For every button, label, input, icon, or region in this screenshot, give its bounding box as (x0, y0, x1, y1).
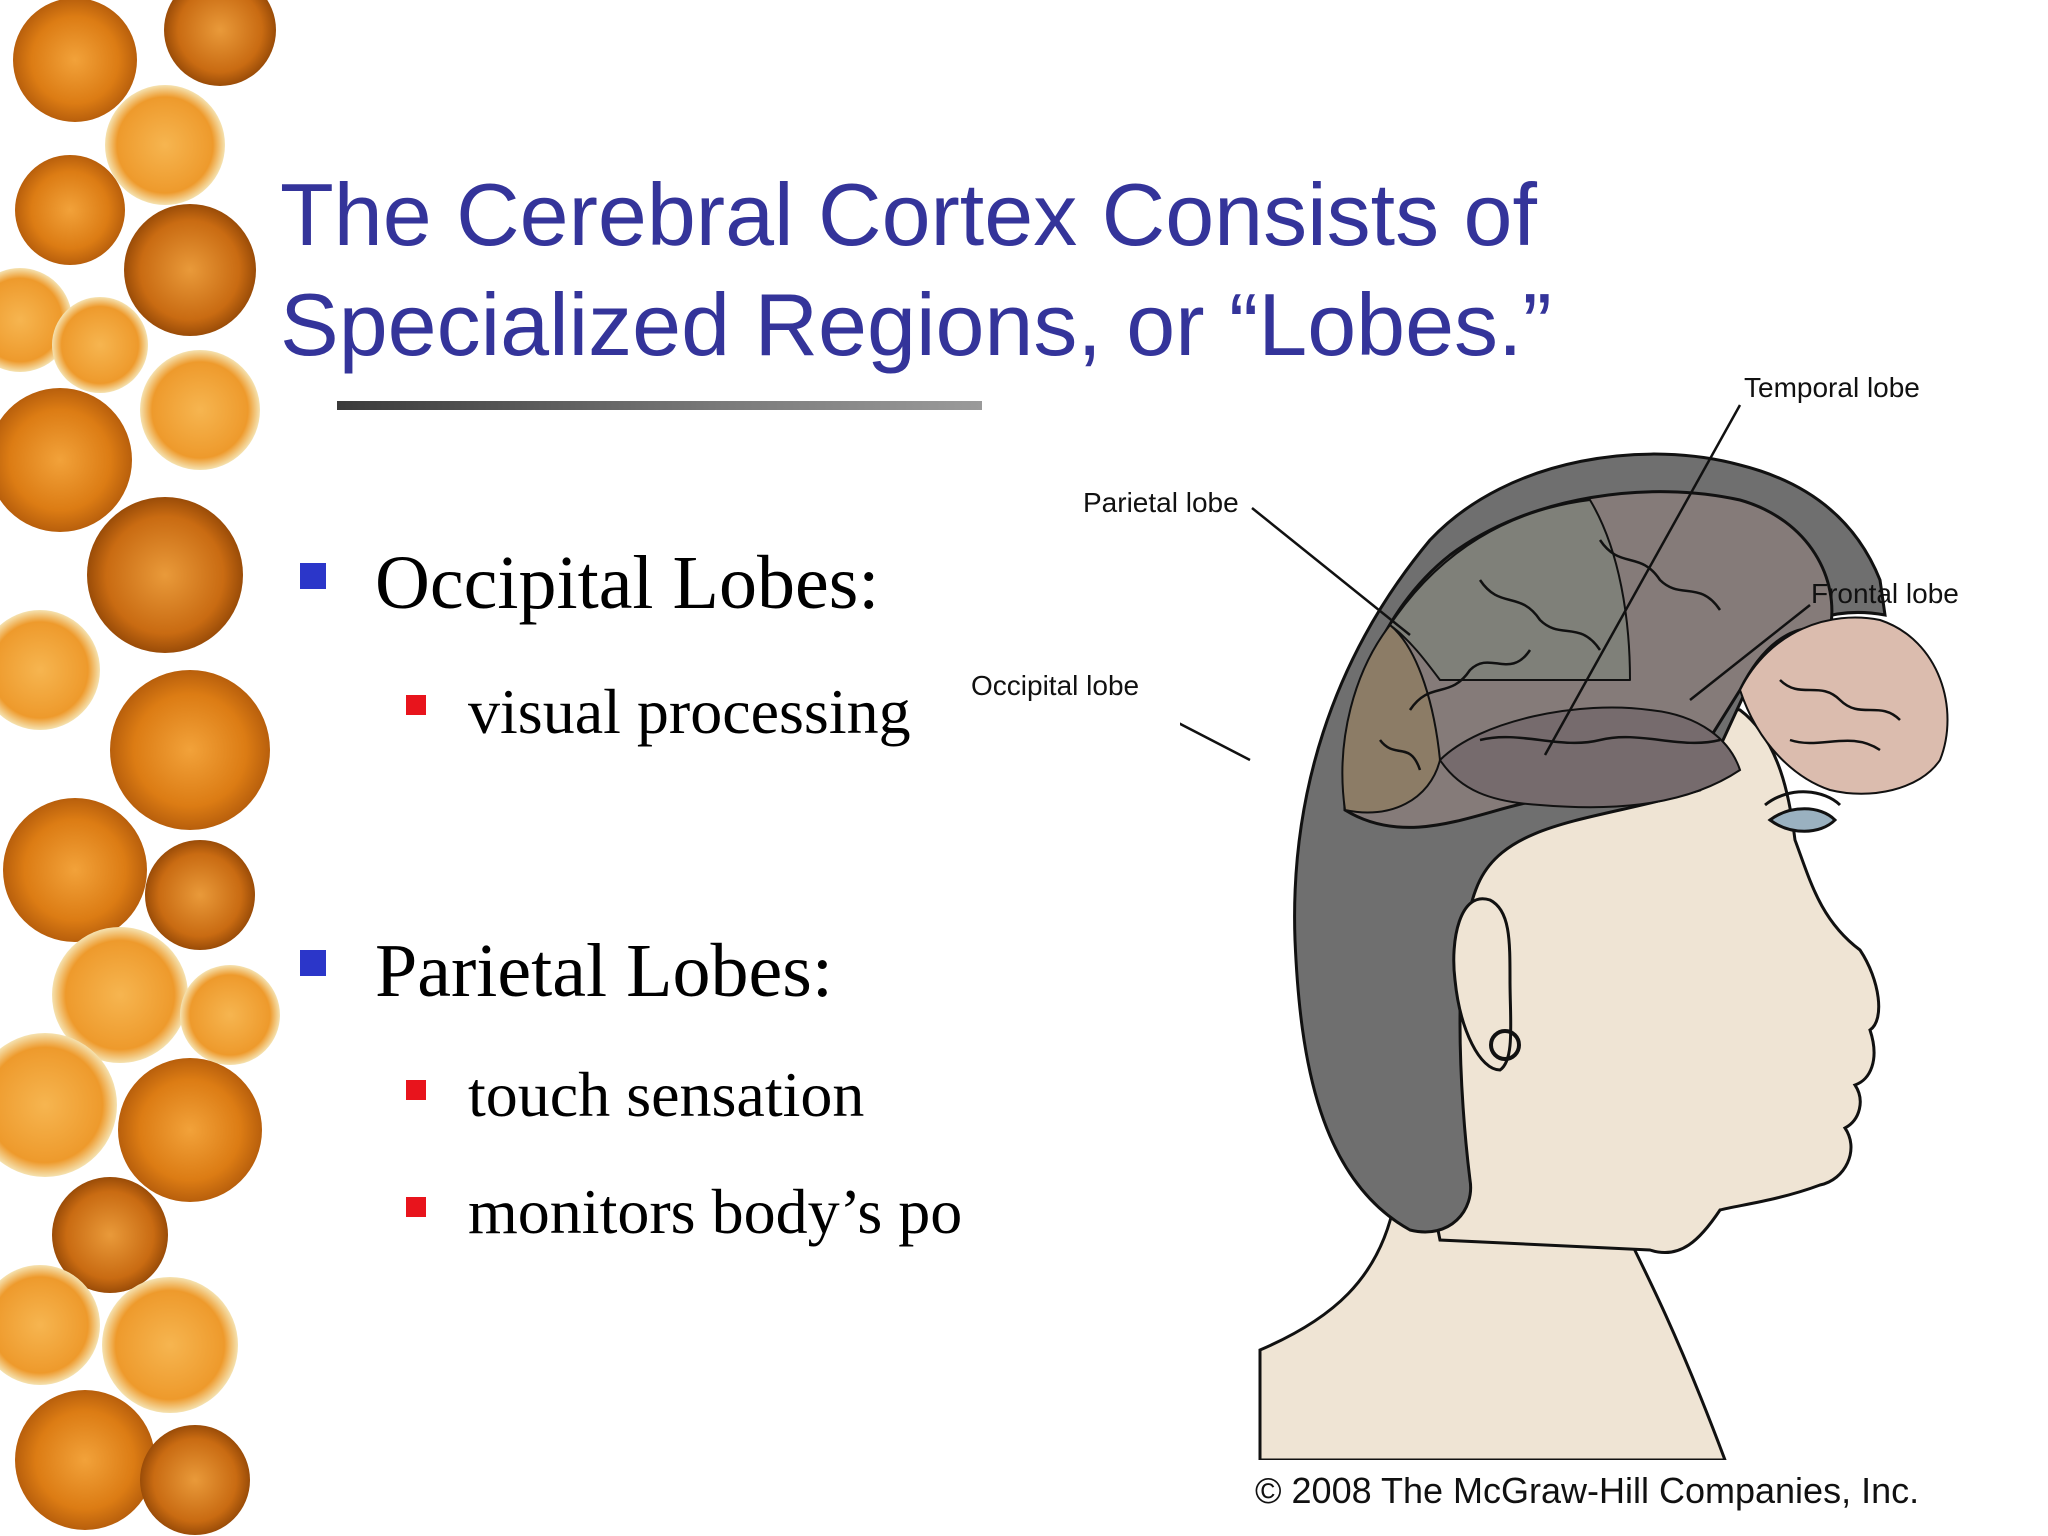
frontal-lobe-region (1738, 616, 1949, 795)
slide-title: The Cerebral Cortex Consists of Speciali… (280, 160, 1680, 380)
sub-bullet-visual-processing: visual processing (468, 676, 911, 747)
bullet-parietal-heading: Parietal Lobes: (375, 929, 833, 1013)
sub-bullet-square (406, 1197, 426, 1217)
parietal-lobe-region (1388, 498, 1632, 681)
sub-bullet-square (406, 1080, 426, 1100)
brain-lobes-illustration (1180, 404, 1949, 1460)
earring (1489, 1029, 1521, 1061)
temporal-lobe-region (1438, 706, 1742, 809)
sub-bullet-body-position: monitors body’s po (468, 1176, 963, 1247)
title-underline (337, 401, 982, 410)
sub-bullet-square (406, 695, 426, 715)
bullet-square (300, 950, 326, 976)
bullet-occipital-heading: Occipital Lobes: (375, 541, 880, 625)
label-occipital-lobe: Occipital lobe (971, 670, 1140, 701)
orange-slices-decoration (0, 0, 280, 1535)
label-temporal-lobe: Temporal lobe (1744, 372, 1920, 403)
sub-bullet-touch-sensation: touch sensation (468, 1059, 865, 1130)
eye (1767, 807, 1838, 833)
ear (1452, 897, 1513, 1072)
title-line-1: The Cerebral Cortex Consists of (280, 165, 1537, 264)
occipital-lobe-region (1341, 623, 1442, 814)
title-line-2: Specialized Regions, or “Lobes.” (280, 275, 1552, 374)
copyright-notice: © 2008 The McGraw-Hill Companies, Inc. (1255, 1470, 1920, 1511)
label-parietal-lobe: Parietal lobe (1083, 487, 1239, 518)
bullet-list: Occipital Lobes: visual processing Parie… (300, 0, 990, 1536)
bullet-square (300, 563, 326, 589)
label-frontal-lobe: Frontal lobe (1811, 578, 1959, 609)
